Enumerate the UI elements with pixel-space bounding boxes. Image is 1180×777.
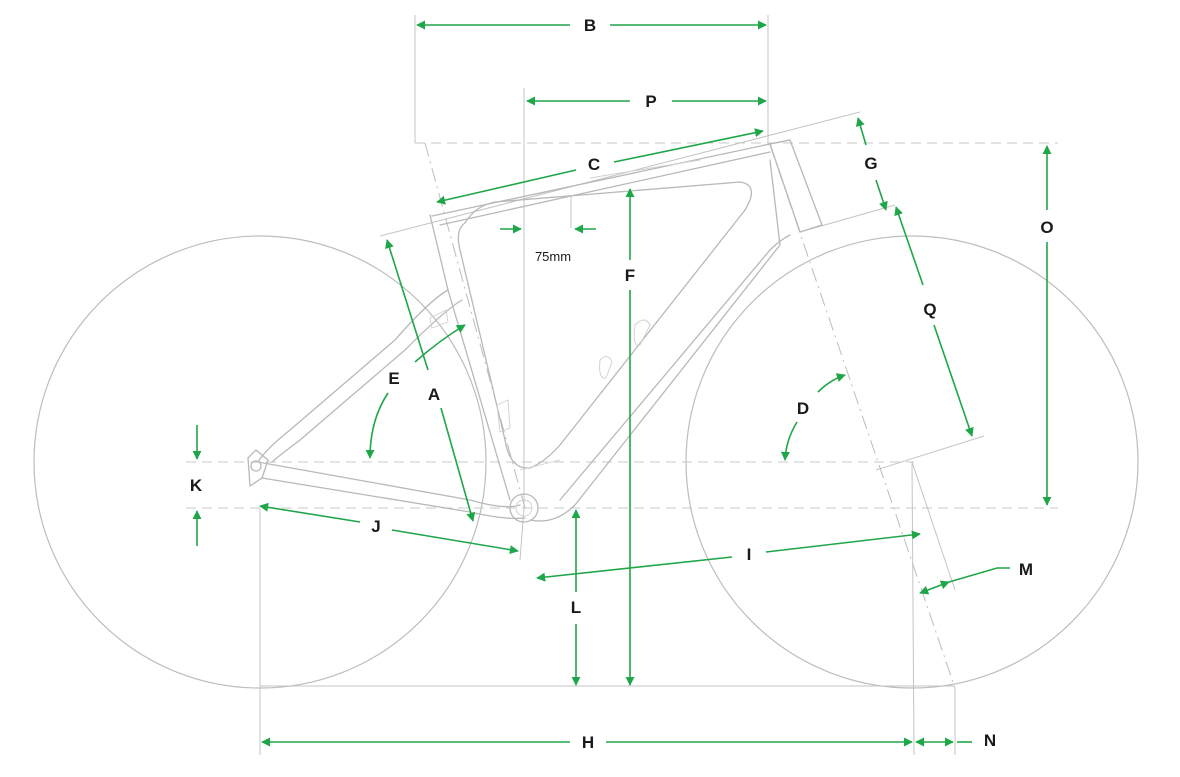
- label-G: G: [864, 154, 877, 173]
- dimension-A: A: [385, 239, 476, 522]
- dimension-K: K: [190, 425, 203, 546]
- label-O: O: [1040, 218, 1053, 237]
- dimension-P: P: [526, 92, 767, 111]
- label-F: F: [625, 266, 635, 285]
- dimension-G: G: [855, 117, 888, 211]
- label-D: D: [797, 399, 809, 418]
- bike-frame: [247, 139, 823, 523]
- dimension-E: E: [365, 324, 466, 459]
- label-C: C: [588, 155, 600, 174]
- dimension-D: D: [780, 373, 846, 461]
- dimension-N: N: [915, 731, 996, 750]
- dimension-75mm: 75mm: [500, 224, 596, 264]
- dimension-B: B: [416, 16, 767, 35]
- label-A: A: [428, 385, 440, 404]
- dimension-L: L: [571, 509, 581, 686]
- dimension-O: O: [1040, 145, 1054, 506]
- label-K: K: [190, 476, 203, 495]
- dimension-C: C: [436, 128, 764, 205]
- label-H: H: [582, 733, 594, 752]
- label-P: P: [645, 92, 656, 111]
- dimension-Q: Q: [894, 206, 974, 437]
- label-Q: Q: [923, 300, 936, 319]
- dimension-I: I: [536, 530, 921, 582]
- label-E: E: [388, 369, 399, 388]
- label-L: L: [571, 598, 581, 617]
- label-J: J: [371, 517, 380, 536]
- label-M: M: [1019, 560, 1033, 579]
- label-I: I: [747, 545, 752, 564]
- dimension-H: H: [261, 733, 913, 752]
- dimension-F: F: [625, 188, 635, 686]
- dimension-M: M: [919, 560, 1033, 595]
- label-B: B: [584, 16, 596, 35]
- reference-lines: [186, 15, 1058, 756]
- label-75mm: 75mm: [535, 249, 571, 264]
- dimension-J: J: [259, 502, 519, 555]
- label-N: N: [984, 731, 996, 750]
